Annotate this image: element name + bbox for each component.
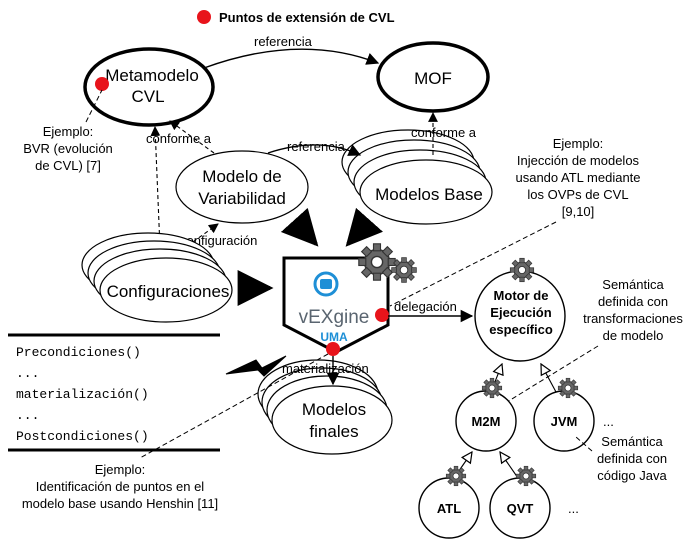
modelo-variabilidad-label-2: Variabilidad: [198, 189, 286, 208]
metamodelo-cvl-node: [83, 47, 215, 127]
note-injeccion-2: Injección de modelos: [517, 153, 640, 168]
edge-configuracion-meta: [150, 126, 161, 249]
mof-label: MOF: [414, 69, 452, 88]
note-semantica-transf-4: de modelo: [603, 328, 664, 343]
code-line: materialización(): [16, 387, 149, 402]
vexgine-name: vEXgine: [299, 307, 370, 328]
modelos-finales-node: [257, 359, 393, 455]
configuraciones-label: Configuraciones: [107, 282, 230, 301]
edge-jvm-inherits-motor: [541, 364, 557, 393]
arrow-variabilidad-to-engine: [280, 207, 319, 247]
edge-label-referencia-top: referencia: [254, 34, 313, 49]
legend-extension-dot: [197, 10, 211, 24]
metamodelo-label-2: CVL: [131, 87, 164, 106]
note-semantica-transf-connector: [506, 345, 599, 403]
note-bvr-1: Ejemplo:: [43, 124, 94, 139]
vexgine-org: UMA: [320, 330, 348, 344]
gear-icon: [481, 377, 503, 399]
note-bvr-3: de CVL) [7]: [35, 158, 101, 173]
code-line: ...: [16, 366, 39, 381]
jvm-ellipsis: ...: [603, 414, 614, 429]
edge-label-referencia-mid: referencia: [287, 139, 346, 154]
note-injeccion-5: [9,10]: [562, 204, 595, 219]
motor-label-2: Ejecución: [490, 305, 551, 320]
m2m-label: M2M: [472, 414, 501, 429]
arrow-base-to-engine: [345, 207, 383, 247]
edge-label-delegacion: delegación: [394, 299, 457, 314]
qvt-label: QVT: [507, 501, 534, 516]
qvt-ellipsis: ...: [568, 501, 579, 516]
gear-icon: [445, 465, 467, 487]
edge-conforme-left: [169, 120, 215, 154]
note-injeccion-1: Ejemplo:: [553, 136, 604, 151]
vexgine-logo-icon: [313, 271, 339, 297]
atl-label: ATL: [437, 501, 461, 516]
gear-icon: [391, 257, 417, 283]
note-semantica-java-2: definida con: [597, 451, 667, 466]
note-semantica-transf-2: definida con: [598, 294, 668, 309]
extension-point-dot: [375, 308, 389, 322]
gear-icon: [509, 257, 535, 283]
note-bvr-2: BVR (evolución: [23, 141, 113, 156]
modelos-finales-label-2: finales: [309, 422, 358, 441]
mof-node: [376, 41, 490, 113]
code-line: Postcondiciones(): [16, 429, 149, 444]
configuraciones-node: [81, 232, 233, 323]
modelos-base-label: Modelos Base: [375, 185, 483, 204]
gear-icon: [557, 377, 579, 399]
edge-label-conforme-right: conforme a: [411, 125, 477, 140]
code-box: [8, 334, 220, 451]
legend-label: Puntos de extensión de CVL: [219, 10, 395, 25]
note-semantica-java-connector: [575, 436, 593, 452]
note-semantica-java-1: Semántica: [601, 434, 663, 449]
edge-label-materializacion: materialización: [282, 361, 369, 376]
note-henshin-3: modelo base usando Henshin [11]: [22, 496, 218, 511]
lightning-bolt-icon: [225, 355, 287, 377]
motor-label-3: específico: [489, 322, 553, 337]
metamodelo-label-1: Metamodelo: [105, 66, 199, 85]
code-line: ...: [16, 408, 39, 423]
motor-label-1: Motor de: [494, 288, 549, 303]
modelo-variabilidad-node: [175, 150, 309, 224]
note-semantica-transf-3: transformaciones: [583, 311, 683, 326]
extension-point-dot: [326, 342, 340, 356]
gear-icon: [515, 465, 537, 487]
extension-point-dot: [95, 77, 109, 91]
note-injeccion-4: los OVPs de CVL: [527, 187, 628, 202]
note-injeccion-connector: [389, 221, 557, 307]
gear-icon: [358, 243, 396, 281]
note-henshin-2: Identificación de puntos en el: [36, 479, 205, 494]
note-semantica-transf-1: Semántica: [602, 277, 664, 292]
edge-label-conforme-left: conforme a: [146, 131, 212, 146]
note-henshin-connector: [139, 353, 329, 459]
edge-referencia-top: [203, 48, 380, 69]
edge-qvt-inherits-m2m: [500, 452, 519, 479]
edge-referencia-mid: [267, 144, 362, 156]
note-bvr-connector: [85, 89, 103, 123]
modelos-base-node: [341, 129, 493, 225]
modelos-finales-label-1: Modelos: [302, 400, 366, 419]
note-henshin-1: Ejemplo:: [95, 462, 146, 477]
jvm-label: JVM: [551, 414, 578, 429]
modelo-variabilidad-label-1: Modelo de: [202, 167, 281, 186]
code-line: Precondiciones(): [16, 345, 141, 360]
note-semantica-java-3: código Java: [597, 468, 667, 483]
note-injeccion-3: usando ATL mediante: [515, 170, 640, 185]
